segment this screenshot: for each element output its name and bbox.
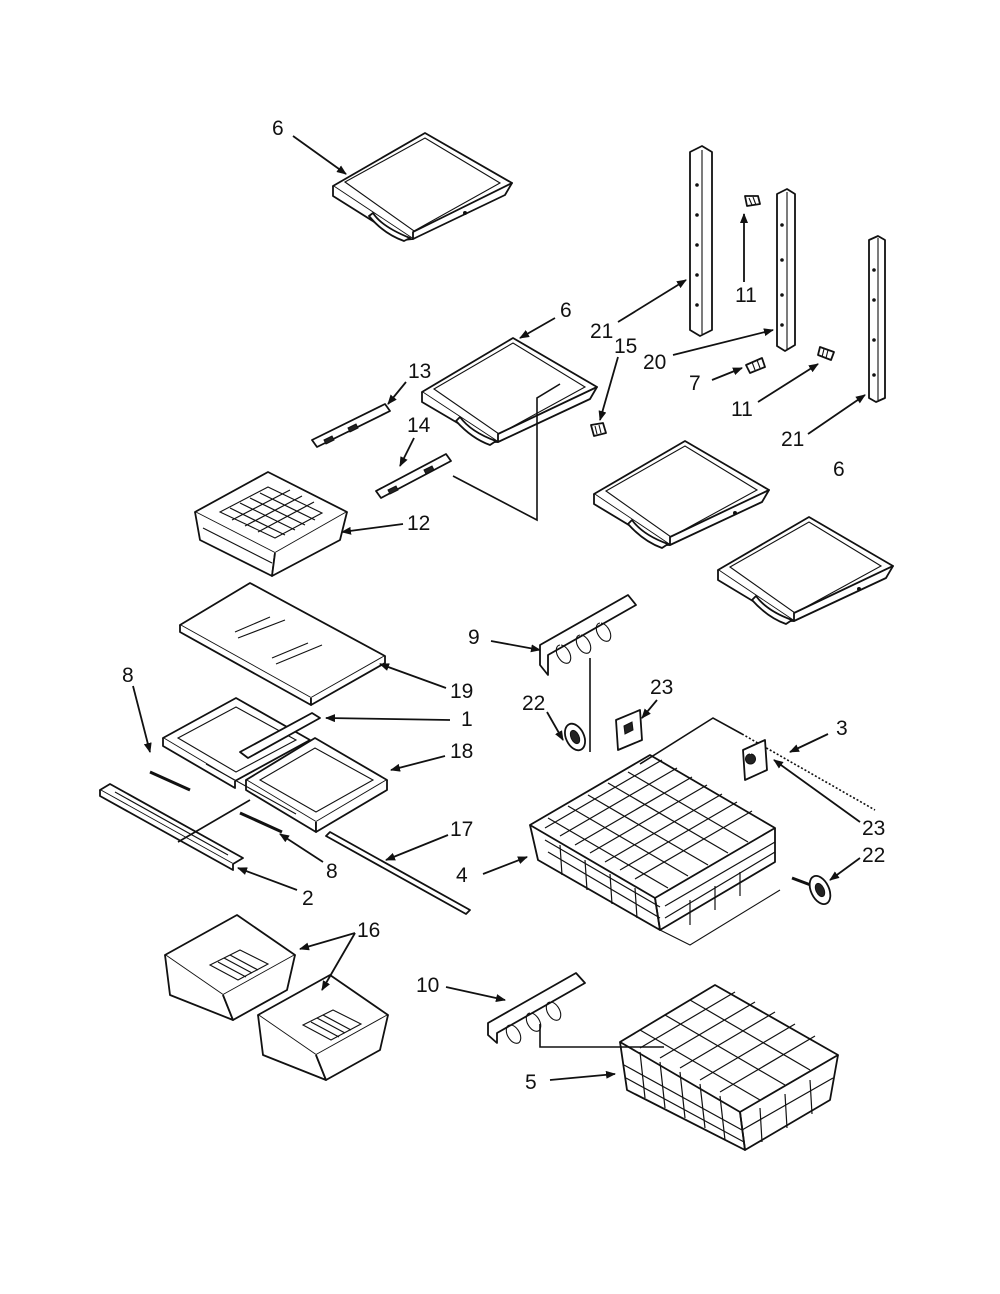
callout-16: 16 xyxy=(357,919,380,942)
callout-6-right: 6 xyxy=(833,458,845,481)
drawer-rail-13 xyxy=(311,403,391,448)
wire-basket-4 xyxy=(529,754,781,946)
guide-line-pan xyxy=(177,799,251,843)
callout-9: 9 xyxy=(468,626,480,649)
callout-4: 4 xyxy=(456,864,468,887)
guide-line-drawer xyxy=(452,383,561,522)
screw-7 xyxy=(745,357,766,374)
callout-5: 5 xyxy=(525,1071,537,1094)
clip-23-left xyxy=(615,709,643,751)
callout-17: 17 xyxy=(450,818,473,841)
callout-8-left: 8 xyxy=(122,664,134,687)
callout-21-left: 21 xyxy=(590,320,613,343)
leader-arrows xyxy=(132,135,866,1081)
shelf-6-top xyxy=(332,132,513,242)
callout-18: 18 xyxy=(450,740,473,763)
callout-20: 20 xyxy=(643,351,666,374)
callout-22-left: 22 xyxy=(522,692,545,715)
crisper-drawer-12 xyxy=(194,471,348,577)
wire-basket-5 xyxy=(619,984,839,1151)
callout-12: 12 xyxy=(407,512,430,535)
guide-line-basket xyxy=(639,717,743,765)
screw-15 xyxy=(590,422,607,437)
glass-shelf-19 xyxy=(179,582,386,706)
screw-11-top xyxy=(744,195,761,207)
callout-19: 19 xyxy=(450,680,473,703)
callout-1: 1 xyxy=(461,708,473,731)
callout-23-right: 23 xyxy=(862,817,885,840)
wheel-22-left xyxy=(564,722,586,752)
callout-8-right: 8 xyxy=(326,860,338,883)
callout-23-top: 23 xyxy=(650,676,673,699)
callout-15: 15 xyxy=(614,335,637,358)
rod-8-left xyxy=(149,770,191,792)
callout-6-middle: 6 xyxy=(560,299,572,322)
drawer-rail-14 xyxy=(375,453,452,499)
screw-11-lower xyxy=(817,346,835,361)
guide-line-bracket-10 xyxy=(539,1024,664,1048)
shelf-6-middle xyxy=(421,337,598,446)
callout-13: 13 xyxy=(408,360,431,383)
callout-11-lower: 11 xyxy=(731,398,753,421)
callout-3: 3 xyxy=(836,717,848,740)
rod-8-right xyxy=(239,811,283,834)
shelf-6-right-a xyxy=(593,440,770,549)
cover-2 xyxy=(99,783,244,871)
callout-6-top: 6 xyxy=(272,117,284,140)
rail-21-left xyxy=(689,145,713,337)
bin-16-right xyxy=(257,974,389,1081)
callout-2: 2 xyxy=(302,887,314,910)
callout-14: 14 xyxy=(407,414,431,437)
rail-20 xyxy=(776,188,796,352)
callout-10: 10 xyxy=(416,974,439,997)
wheel-22-right xyxy=(791,874,832,906)
callout-11-top: 11 xyxy=(735,284,757,307)
shelf-6-right-b xyxy=(717,516,894,625)
clip-23-right xyxy=(742,739,768,781)
callout-21-right: 21 xyxy=(781,428,804,451)
pan-assembly-18 xyxy=(162,697,388,833)
callout-7: 7 xyxy=(689,372,701,395)
rail-21-right xyxy=(868,235,886,403)
callout-22-right: 22 xyxy=(862,844,885,867)
bracket-10 xyxy=(487,972,586,1044)
bracket-9 xyxy=(539,594,637,676)
rod-17 xyxy=(325,831,471,915)
bin-16-left xyxy=(164,914,296,1021)
